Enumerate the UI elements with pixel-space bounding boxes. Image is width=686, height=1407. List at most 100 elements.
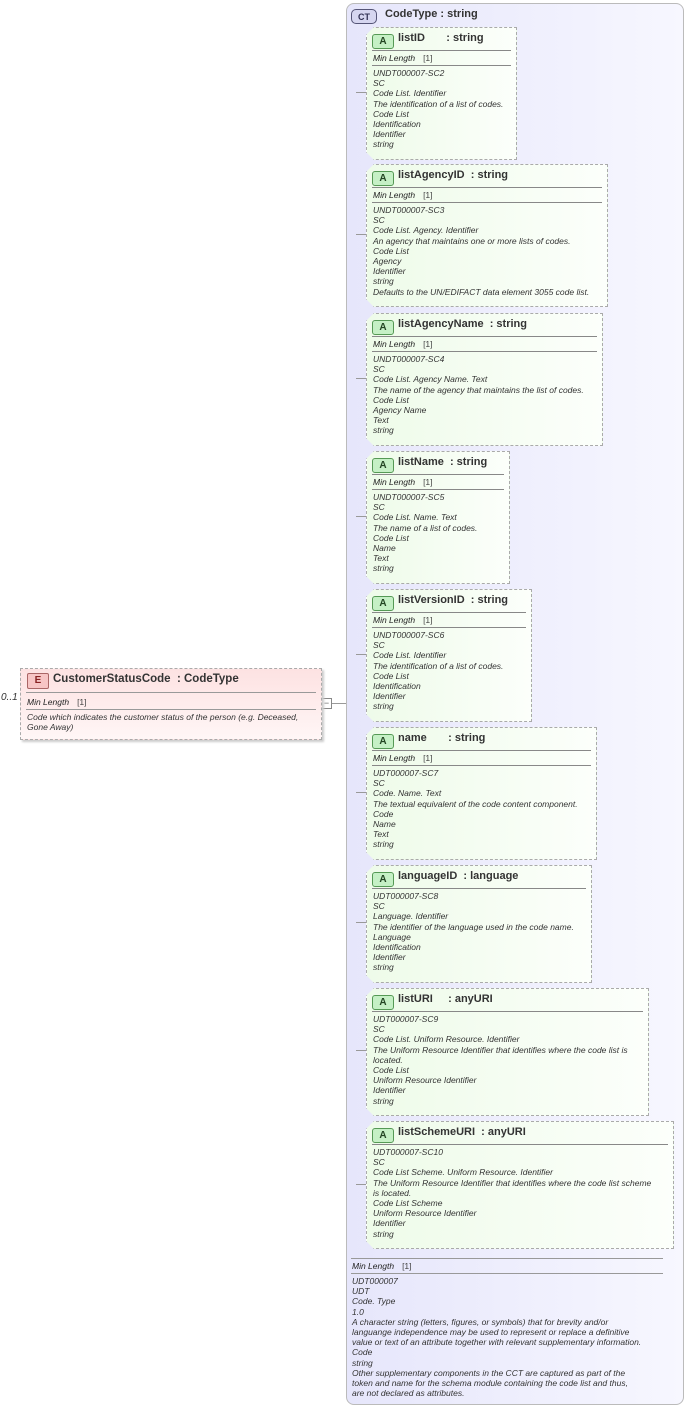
attribute-doc-line: Text — [373, 829, 389, 840]
attribute-facet-label: Min Length — [373, 477, 416, 487]
attribute-doc-line: Identification — [373, 681, 421, 692]
attribute-title: listName : string — [398, 456, 488, 468]
attribute-facet: Min Length[1] — [373, 190, 433, 200]
complex-type-title: CodeType : string — [385, 8, 478, 20]
attribute-facet-value: [1] — [423, 615, 433, 625]
attribute-doc-line: Code List — [373, 1065, 409, 1076]
attribute-doc-line: is located. — [373, 1187, 412, 1198]
attribute-doc-line: Code. Name. Text — [373, 788, 442, 799]
attribute-facet-label: Min Length — [373, 339, 416, 349]
attribute-doc-line: Code List Scheme — [373, 1198, 443, 1209]
element-customer-status-code[interactable]: E CustomerStatusCode : CodeType Min Leng… — [20, 668, 322, 740]
attribute-divider-2 — [372, 627, 526, 628]
element-facet-value: [1] — [77, 697, 87, 707]
attribute-doc-line: UNDT000007-SC6 — [373, 630, 445, 640]
complex-type-doc-line: A character string (letters, figures, or… — [352, 1316, 609, 1327]
attribute-badge-icon: A — [372, 320, 394, 335]
element-facet-label: Min Length — [27, 697, 70, 707]
attribute-divider-2 — [372, 489, 504, 490]
attribute-doc-line: string — [373, 962, 394, 973]
attribute-doc-line: string — [373, 839, 394, 850]
attribute-divider — [372, 1144, 668, 1145]
complex-type-doc-line: string — [352, 1357, 373, 1368]
attribute-title: listSchemeURI : anyURI — [398, 1126, 526, 1138]
attribute-doc-line: Text — [373, 415, 389, 426]
attribute-doc-line: Code List — [373, 394, 409, 405]
attribute-doc-line: An agency that maintains one or more lis… — [373, 235, 571, 246]
attribute-facet: Min Length[1] — [373, 339, 433, 349]
attribute-doc-line: The Uniform Resource Identifier that ide… — [373, 1177, 652, 1188]
attribute-title: listVersionID : string — [398, 594, 509, 606]
attribute-facet-label: Min Length — [373, 190, 416, 200]
attribute-doc-line: string — [373, 425, 394, 436]
attribute-tick — [356, 922, 366, 923]
attribute-doc-line: Code List — [373, 108, 409, 119]
attribute-doc-line: Text — [373, 553, 389, 564]
attribute-badge-icon: A — [372, 171, 394, 186]
complex-type-facet-label: Min Length — [352, 1261, 395, 1271]
complex-type-doc-line: UDT000007 — [352, 1276, 398, 1286]
attribute-doc-line: The textual equivalent of the code conte… — [373, 798, 578, 809]
attribute-doc-line: string — [373, 276, 394, 287]
attribute-doc-line: Name — [373, 819, 396, 830]
collapse-toggle-icon[interactable]: − — [321, 698, 332, 709]
attribute-tick — [356, 1184, 366, 1185]
attribute-divider-2 — [372, 765, 591, 766]
attribute-facet-value: [1] — [423, 753, 433, 763]
attribute-doc-line: Code List. Uniform Resource. Identifier — [373, 1034, 520, 1045]
attribute-doc-line: UNDT000007-SC4 — [373, 354, 445, 364]
attribute-title: listAgencyName : string — [398, 318, 527, 330]
attribute-divider — [372, 50, 511, 51]
attribute-doc-line: Code — [373, 808, 394, 819]
attribute-doc-line: Agency — [373, 256, 402, 267]
complex-type-divider-2 — [351, 1273, 663, 1274]
attribute-title: listID : string — [398, 32, 484, 44]
attribute-badge-icon: A — [372, 596, 394, 611]
attribute-doc-line: Agency Name — [373, 405, 427, 416]
complex-type-divider — [351, 1258, 663, 1259]
attribute-doc-line: string — [373, 1095, 394, 1106]
attribute-facet-label: Min Length — [373, 753, 416, 763]
attribute-doc-line: Identifier — [373, 129, 406, 140]
attribute-divider-2 — [372, 351, 597, 352]
attribute-doc-line: SC — [373, 1024, 385, 1035]
attribute-doc-line: The name of the agency that maintains th… — [373, 384, 584, 395]
attribute-doc-line: string — [373, 139, 394, 150]
attribute-tick — [356, 92, 366, 93]
attribute-doc-line: The identifier of the language used in t… — [373, 921, 574, 932]
attribute-doc-line: SC — [373, 778, 385, 789]
element-title: CustomerStatusCode : CodeType — [53, 673, 239, 685]
attribute-doc-line: Defaults to the UN/EDIFACT data element … — [373, 286, 590, 297]
attribute-doc-line: UNDT000007-SC5 — [373, 492, 445, 502]
attribute-doc-line: Identifier — [373, 691, 406, 702]
complex-type-doc-line: UDT — [352, 1286, 370, 1297]
complex-type-doc-line: Code. Type — [352, 1296, 396, 1307]
attribute-doc-line: The name of a list of codes. — [373, 522, 478, 533]
attribute-doc-line: The identification of a list of codes. — [373, 660, 504, 671]
attribute-divider-2 — [372, 65, 511, 66]
complex-type-badge-icon: CT — [351, 9, 377, 24]
attribute-doc-line: UDT000007-SC8 — [373, 891, 439, 901]
attribute-facet-value: [1] — [423, 53, 433, 63]
attribute-doc-line: Identification — [373, 942, 421, 953]
attribute-doc-line: Uniform Resource Identifier — [373, 1075, 477, 1086]
attribute-tick — [356, 378, 366, 379]
attribute-badge-icon: A — [372, 458, 394, 473]
